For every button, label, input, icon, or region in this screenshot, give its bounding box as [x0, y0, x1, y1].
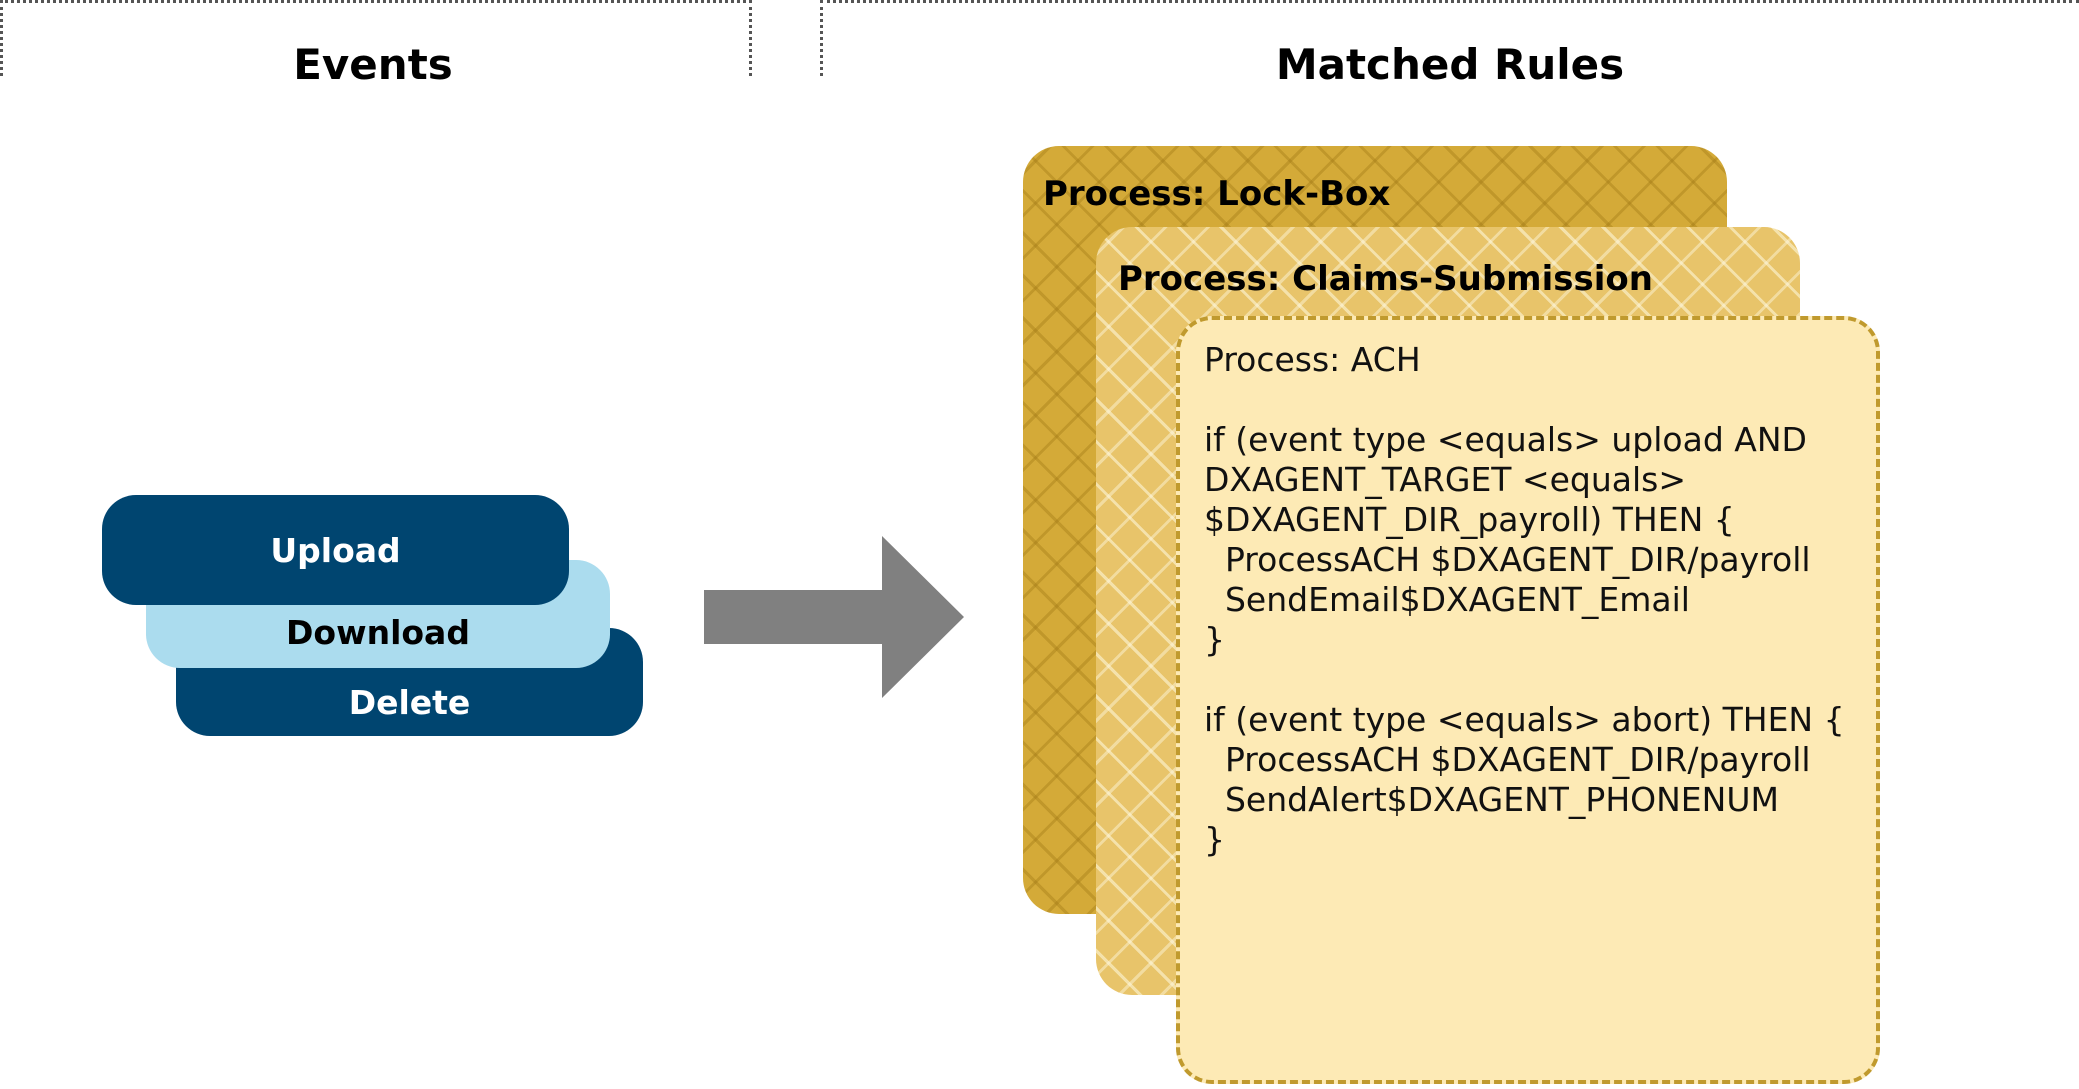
rule-title-claims-submission: Process: Claims-Submission: [1118, 259, 1653, 299]
matched-rules-header-frame: [820, 0, 2079, 76]
event-download-label: Download: [286, 613, 470, 652]
event-upload-label: Upload: [270, 530, 401, 570]
event-upload-pill[interactable]: Upload: [102, 495, 569, 605]
header-dotted-top-right: [820, 0, 2079, 3]
events-title: Events: [293, 40, 453, 89]
rule-body-ach: Process: ACH if (event type <equals> upl…: [1204, 340, 1845, 859]
right-arrow-icon: [704, 536, 964, 698]
header-dotted-top-left: [0, 0, 746, 3]
rule-title-lockbox: Process: Lock-Box: [1043, 174, 1391, 214]
events-header-frame: [0, 0, 752, 76]
event-delete-label: Delete: [348, 683, 471, 722]
matched-rules-title: Matched Rules: [1275, 40, 1625, 89]
rule-card-ach[interactable]: Process: ACH if (event type <equals> upl…: [1176, 316, 1880, 1084]
